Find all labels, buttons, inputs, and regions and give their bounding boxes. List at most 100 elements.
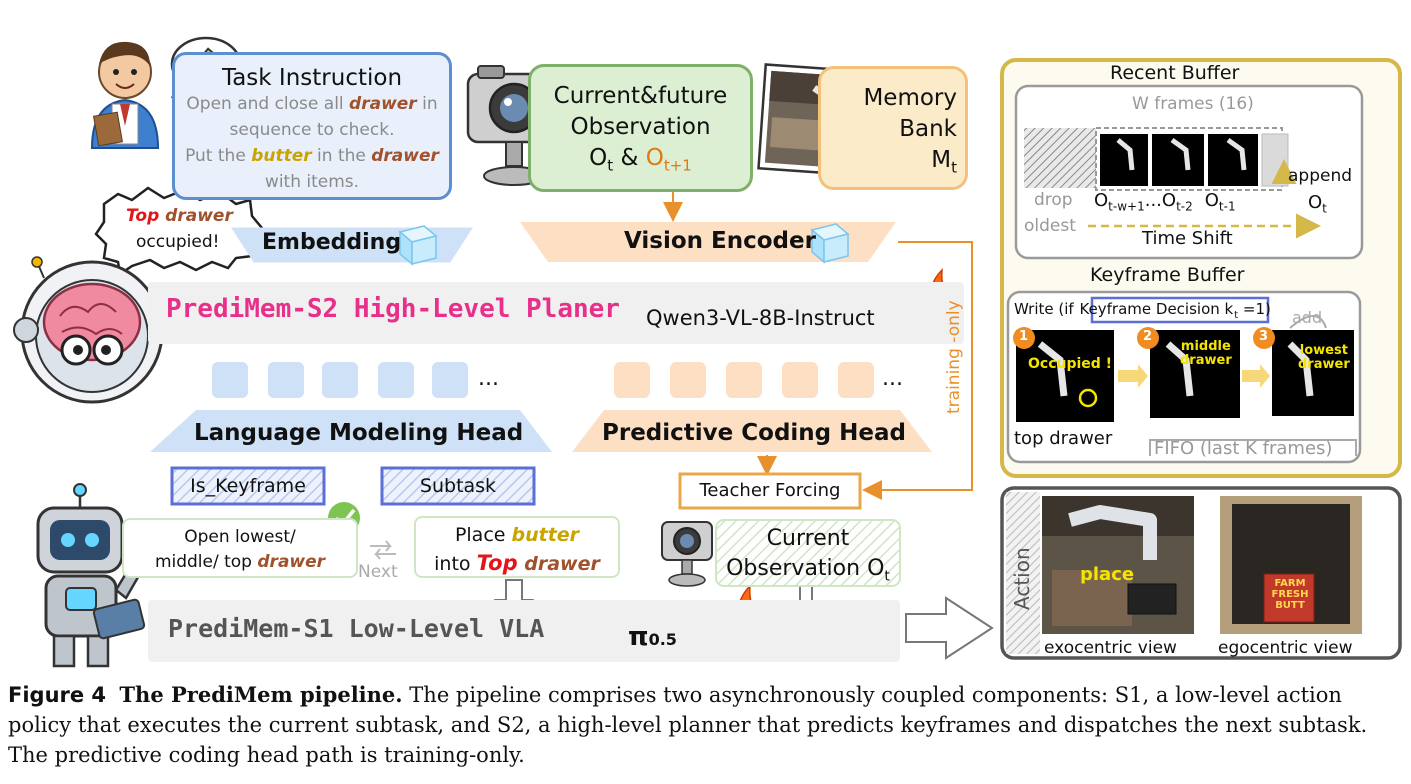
append-label: append: [1288, 166, 1353, 186]
step-1-badge: 1: [1019, 329, 1029, 344]
pi-symbol: π0.5: [628, 622, 677, 652]
time-shift-label: Time Shift: [1142, 228, 1233, 249]
is-keyframe-box: Is_Keyframe: [190, 475, 306, 497]
oldest-label: oldest: [1024, 216, 1076, 236]
top-drawer-label: top drawer: [1014, 428, 1113, 449]
pc-token: [670, 362, 706, 398]
mem-line-1: Memory: [863, 85, 957, 111]
keyframe-buffer-title: Keyframe Buffer: [1090, 264, 1245, 286]
ice-cube-icon-2: [810, 223, 850, 264]
task-instruction-box: Task Instruction Open and close all draw…: [172, 52, 452, 200]
speech-line-2: occupied!: [136, 232, 220, 252]
subtask-box-bg: [380, 466, 536, 506]
step-2-badge: 2: [1143, 329, 1153, 344]
is-keyframe-box-bg: [170, 466, 326, 506]
ice-cube-icon: [398, 225, 438, 266]
keyframe-3: [1272, 330, 1354, 416]
subtask-box: Subtask: [419, 475, 497, 497]
brain-astronaut-icon: [13, 256, 164, 404]
current-line-1: Current: [766, 526, 850, 551]
step-3-badge: 3: [1259, 329, 1269, 344]
embedding-label: Embedding: [262, 230, 402, 255]
lm-token: [378, 362, 414, 398]
vision-encoder-block: [520, 222, 896, 262]
next-label: Next: [358, 562, 398, 582]
vision-encoder-label: Vision Encoder: [624, 228, 816, 254]
planner-bar: [148, 282, 964, 344]
pc-token: [782, 362, 818, 398]
drop-label: drop: [1034, 190, 1073, 210]
action-label: Action: [1010, 547, 1034, 610]
next-arrows-icon: [370, 540, 396, 560]
keyframe-decision-box: [1090, 296, 1270, 324]
planner-model: Qwen3-VL-8B-Instruct: [646, 306, 875, 330]
pc-head-label: Predictive Coding Head: [602, 420, 906, 446]
lm-token: [432, 362, 468, 398]
write-rule: Write (if Keyframe Decision kt =1): [1014, 300, 1271, 321]
recent-buffer-title: Recent Buffer: [1110, 62, 1240, 84]
fifo-label: FIFO (last K frames): [1154, 438, 1333, 459]
current-obs-box-bg: [715, 519, 901, 587]
exocentric-label: exocentric view: [1044, 638, 1177, 658]
lm-token-ellipsis: ...: [478, 366, 499, 391]
lm-token: [322, 362, 358, 398]
planner-title: PrediMem-S2 High-Level Planer: [166, 294, 620, 324]
lm-token: [268, 362, 304, 398]
open-line-1: Open lowest/: [184, 527, 296, 547]
add-label: add: [1292, 308, 1323, 327]
to-action-arrow: [905, 596, 994, 660]
teacher-forcing-box-bg: [678, 472, 862, 510]
speech-line-1: Top drawer: [126, 206, 233, 226]
mem-line-3: Mt: [931, 147, 957, 177]
person-icon: [90, 41, 160, 149]
training-only-path: [862, 241, 973, 500]
open-line-2: middle/ top drawer: [154, 552, 326, 572]
lm-head-block: [150, 410, 552, 452]
dropped-frame: [1024, 128, 1100, 188]
task-line-2: sequence to check.: [229, 120, 395, 140]
new-frame-label: Ot: [1308, 192, 1327, 216]
w-frames-label: W frames (16): [1132, 94, 1254, 114]
robot-icon: [36, 483, 158, 668]
current-line-2: Observation Ot: [726, 556, 890, 585]
observation-box: Current&future Observation Ot & Ot+1: [528, 64, 753, 192]
obs-line-2: Observation: [570, 114, 711, 140]
pc-token: [614, 362, 650, 398]
egocentric-label: egocentric view: [1218, 638, 1353, 658]
training-only-label: training -only: [944, 300, 964, 414]
task-line-4: with items.: [264, 172, 360, 192]
occupied-label: Occupied !: [1028, 356, 1113, 372]
place-butter-box: Place butter into Top drawer: [414, 516, 620, 578]
teacher-forcing-box: Teacher Forcing: [699, 480, 841, 501]
pc-token: [838, 362, 874, 398]
lm-token: [212, 362, 248, 398]
mem-line-2: Bank: [899, 116, 957, 142]
figure-caption: Figure 4 The PrediMem pipeline. The pipe…: [8, 682, 1368, 767]
camera-icon-2: [661, 521, 713, 587]
place-label: place: [1080, 564, 1135, 585]
task-line-3: Put the butter in the drawer: [185, 146, 439, 166]
obs-line-1: Current&future: [553, 83, 728, 109]
pc-token-ellipsis: ...: [882, 366, 903, 391]
obs-line-3: Ot & Ot+1: [589, 145, 692, 175]
current-obs-text: Current Observation Ot: [716, 524, 900, 591]
task-title: Task Instruction: [221, 65, 403, 91]
place-line-1: Place butter: [454, 524, 580, 546]
place-line-2: into Top drawer: [434, 551, 600, 575]
pc-head-block: [572, 410, 932, 452]
add-arc: [1289, 315, 1327, 329]
fifo-bracket: [1149, 439, 1357, 456]
task-line-1: Open and close all drawer in: [186, 94, 438, 114]
keyframe-2: [1150, 330, 1240, 418]
lm-head-label: Language Modeling Head: [194, 420, 524, 446]
s1-bar: [148, 600, 900, 662]
pc-token: [726, 362, 762, 398]
open-drawer-box: Open lowest/ middle/ top drawer: [122, 518, 358, 578]
s1-title: PrediMem-S1 Low-Level VLA: [168, 614, 545, 643]
memory-bank-box: Memory Bank Mt: [818, 66, 968, 190]
